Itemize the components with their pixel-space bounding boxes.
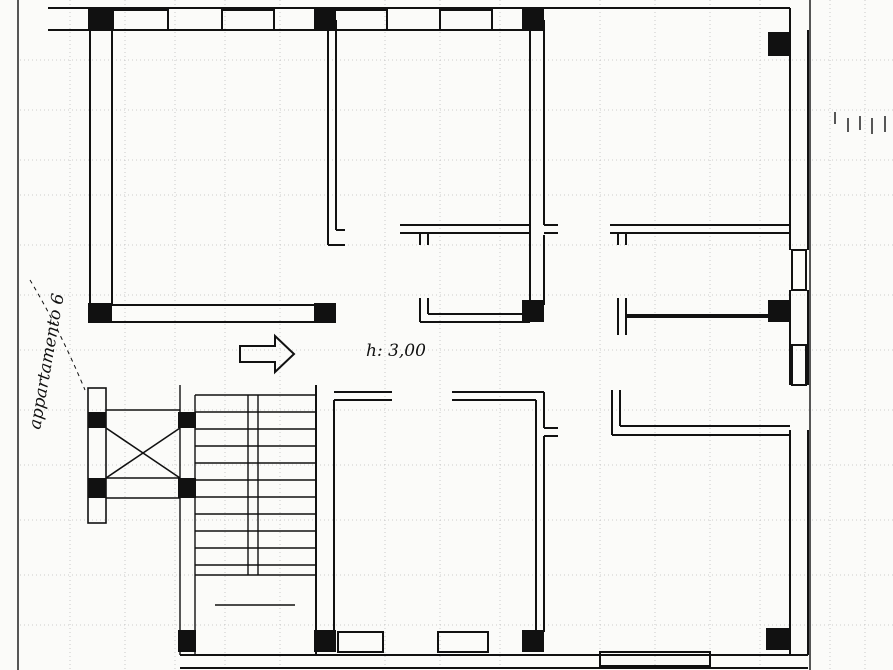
elevator-shaft [87,387,181,524]
margin-marks [834,112,886,134]
interior-walls [315,20,790,655]
exterior-walls [48,7,809,669]
entrance-arrow-icon [239,333,296,375]
sheet-border [17,0,811,670]
door-swing-arc [29,279,86,391]
apartment-label: appartamento 6 [25,292,69,431]
ceiling-height-label: h: 3,00 [366,341,426,361]
graph-paper-grid [20,0,893,670]
structural-columns [88,8,790,652]
staircase [179,385,316,655]
